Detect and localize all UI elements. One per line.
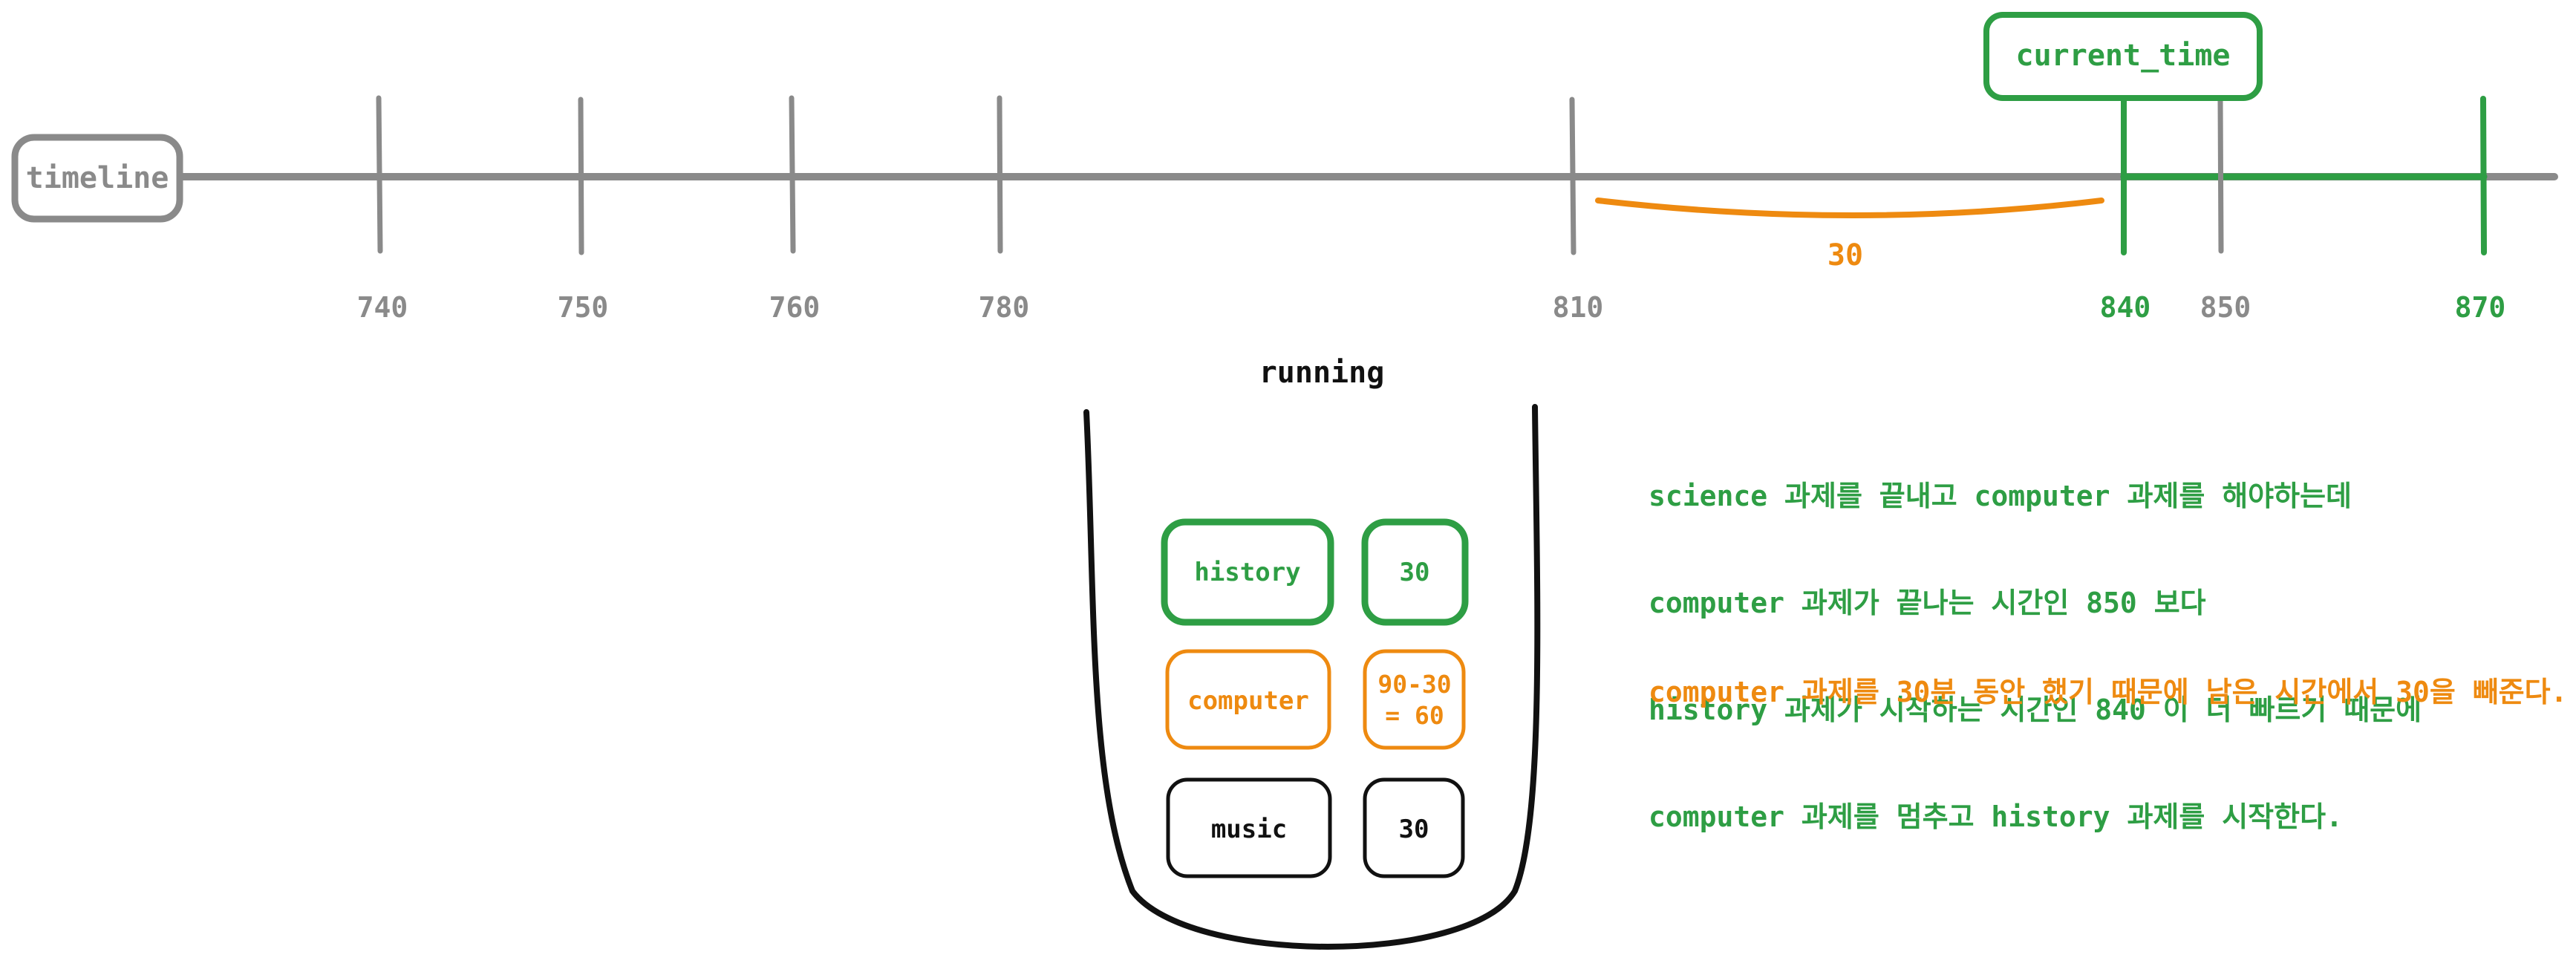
note-line: computer 과제가 끝나는 시간인 850 보다	[1649, 587, 2206, 619]
queue-item-music: music 30	[1166, 777, 1465, 878]
tick-label: 810	[1553, 291, 1604, 324]
task-time-box	[1361, 518, 1469, 626]
tick-840: 840	[2100, 97, 2151, 324]
queue-item-history: history 30	[1161, 518, 1469, 626]
tick-label: 750	[558, 291, 609, 324]
tick-label: 760	[769, 291, 821, 324]
duration-label: 30	[1827, 238, 1863, 273]
duration-brace	[1595, 198, 2104, 218]
current-time-box	[1983, 12, 2263, 101]
task-name-box	[1166, 777, 1332, 878]
task-name-box	[1165, 649, 1331, 750]
task-name: music	[1211, 815, 1287, 844]
task-time: 30	[1399, 815, 1429, 844]
task-time: 30	[1400, 558, 1430, 587]
note-line: science 과제를 끝내고 computer 과제를 해야하는데	[1649, 480, 2352, 512]
stack-title: running	[1259, 356, 1385, 390]
tick-780: 780	[979, 95, 1030, 324]
tick-750: 750	[558, 97, 609, 324]
task-name: history	[1194, 558, 1300, 587]
green-explanation: science 과제를 끝내고 computer 과제를 해야하는데 compu…	[1649, 407, 2422, 870]
note-line: history 과제가 시작하는 시간인 840 이 더 빠르기 때문에	[1649, 694, 2422, 726]
task-name-box	[1161, 518, 1334, 626]
current-time-label: current_time	[2016, 39, 2231, 73]
tick-870: 870	[2455, 96, 2506, 324]
queue-item-computer: computer 90-30 = 60	[1165, 649, 1466, 750]
tick-label: 780	[979, 291, 1030, 324]
task-time-box	[1363, 777, 1465, 878]
tick-740: 740	[357, 95, 408, 324]
stack-container	[1083, 404, 1541, 950]
tick-label: 850	[2200, 291, 2251, 324]
task-time-line1: 90-30	[1377, 670, 1451, 699]
tick-810: 810	[1553, 97, 1604, 324]
task-name: computer	[1187, 686, 1309, 716]
orange-explanation: computer 과제를 30분 동안 했기 때문에 남은 시간에서 30을 빼…	[1649, 676, 2568, 708]
tick-label: 870	[2455, 291, 2506, 324]
tick-850: 850	[2200, 97, 2251, 324]
task-time-line2: = 60	[1385, 701, 1444, 730]
timeline-label: timeline	[26, 161, 169, 195]
task-time-box	[1363, 649, 1466, 750]
timeline-label-box	[11, 134, 183, 223]
note-line: computer 과제를 멈추고 history 과제를 시작한다.	[1649, 800, 2343, 833]
tick-label: 740	[357, 291, 408, 324]
tick-label: 840	[2100, 291, 2151, 324]
tick-760: 760	[769, 95, 821, 324]
